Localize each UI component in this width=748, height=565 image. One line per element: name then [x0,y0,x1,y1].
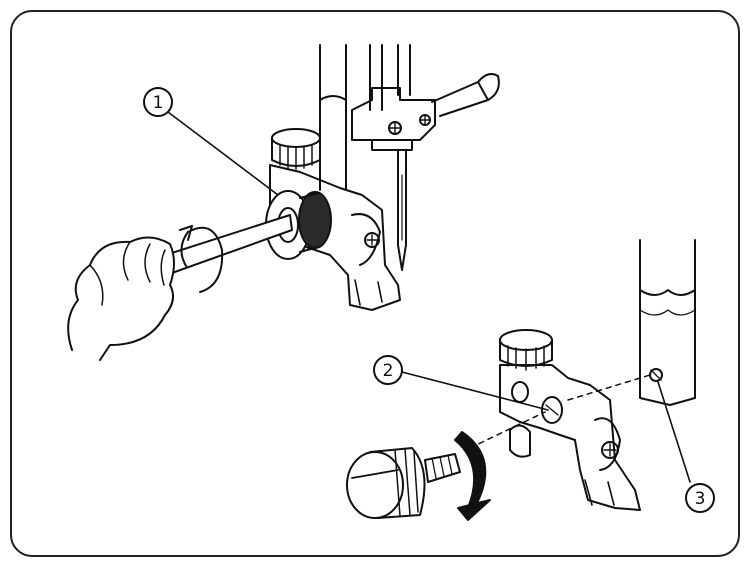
needle-clamp [351,87,436,151]
callout-1-leader [167,111,279,196]
presser-bar-lower [639,239,696,406]
callout-3-label: 3 [695,489,706,509]
rotation-arrow-upper [179,225,224,293]
detached-thumb-screw [346,447,461,519]
callout-1-label: 1 [153,93,164,113]
presser-foot-holder-lower [499,329,641,511]
needle-bar [369,44,411,111]
presser-bar [319,44,347,191]
callout-3: 3 [685,483,715,513]
alignment-line [469,374,651,449]
callout-2: 2 [373,355,403,385]
top-knob [271,128,321,170]
callout-1: 1 [143,87,173,117]
callout-2-leader [401,371,549,411]
needle [397,149,407,271]
callout-3-leader [657,381,691,483]
needle-clamp-lever [431,73,500,117]
callout-2-label: 2 [383,361,394,381]
rotation-arrow-lower [454,431,491,521]
hand [67,236,175,361]
